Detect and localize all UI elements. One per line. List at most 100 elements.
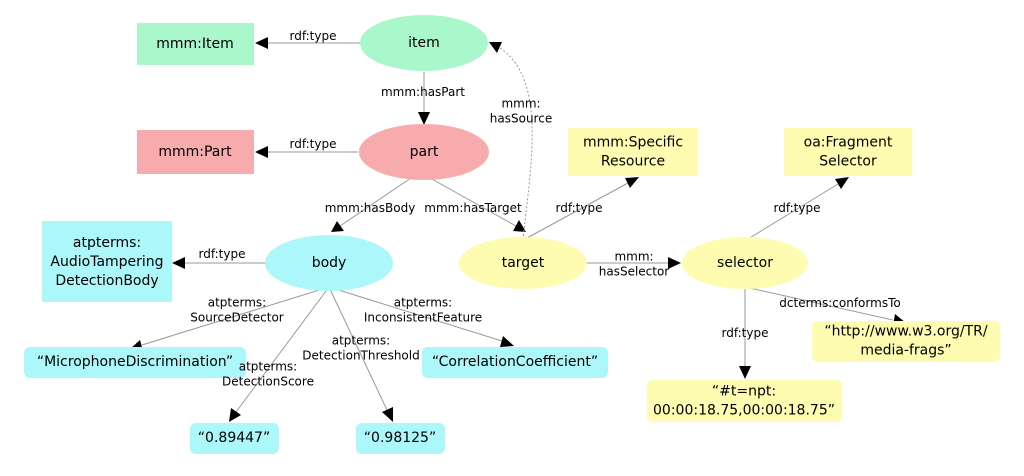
edge-source-detector xyxy=(141,286,330,346)
label-line: 00:00:18.75,00:00:18.75” xyxy=(653,403,835,419)
arrowhead xyxy=(172,257,185,269)
resource-node-label: selector xyxy=(717,255,773,271)
edge-label: dcterms:conformsTo xyxy=(779,296,900,310)
label-line: hasSource xyxy=(490,112,552,126)
label-line: Selector xyxy=(819,154,877,170)
class-node-mmm-part xyxy=(137,130,254,174)
edge-label: atpterms:SourceDetector xyxy=(190,296,284,325)
label-line: atpterms: xyxy=(208,296,266,310)
edge-has-source xyxy=(499,47,533,241)
resource-node-label: item xyxy=(408,35,440,51)
arrowhead xyxy=(331,221,344,232)
resource-node-item xyxy=(360,15,488,71)
arrowhead xyxy=(500,336,514,347)
label-line: “#t=npt: xyxy=(712,384,776,400)
label-line: body xyxy=(312,255,347,271)
label-line: DetectionThreshold xyxy=(302,349,419,363)
edge-label: mmm:hasPart xyxy=(381,85,465,99)
edge-detection-threshold xyxy=(328,286,388,411)
label-line: DetectionScore xyxy=(222,375,314,389)
arrowhead xyxy=(255,146,268,158)
edges xyxy=(130,37,906,422)
label-line: atpterms: xyxy=(332,334,390,348)
class-node-audio-tampering-detection-body xyxy=(42,221,172,302)
edge-label: atpterms:DetectionThreshold xyxy=(302,334,419,363)
literal-node-label: “0.89447” xyxy=(198,430,270,446)
label-line: mmm:Item xyxy=(156,36,234,52)
edge-has-body xyxy=(339,177,412,227)
label-line: rdf:type xyxy=(290,29,337,43)
label-line: hasSelector xyxy=(599,265,670,279)
edge-label: rdf:type xyxy=(556,201,603,215)
resource-node-part xyxy=(359,124,489,180)
arrowhead xyxy=(739,366,751,379)
label-line: Resource xyxy=(601,154,665,170)
arrowhead xyxy=(625,177,639,188)
class-node-mmm-item xyxy=(137,23,254,65)
edge-label: atpterms:DetectionScore xyxy=(222,360,314,389)
label-line: atpterms: xyxy=(394,296,452,310)
label-line: AudioTampering xyxy=(50,254,163,270)
edge-labels: rdf:type mmm:hasPart rdf:type mmm:hasSou… xyxy=(190,29,900,389)
edge-label: mmm:hasTarget xyxy=(424,201,522,215)
label-line: “http://www.w3.org/TR/ xyxy=(824,324,987,340)
literal-node-detection-threshold xyxy=(356,423,445,454)
label-line: “CorrelationCoefficient” xyxy=(432,354,598,370)
resource-node-target xyxy=(459,237,587,289)
arrowhead xyxy=(513,220,526,232)
label-line: “MicrophoneDiscrimination” xyxy=(37,354,233,370)
literal-node-media-frags xyxy=(812,321,1000,362)
arrowhead xyxy=(255,37,268,49)
label-line: rdf:type xyxy=(722,326,769,340)
edge-label: mmm:hasSource xyxy=(490,97,552,126)
arrowhead xyxy=(668,257,681,269)
edge-inconsistent-feature xyxy=(328,286,503,342)
resource-node-label: body xyxy=(312,255,347,271)
label-line: InconsistentFeature xyxy=(364,311,482,325)
label-line: rdf:type xyxy=(290,137,337,151)
label-line: item xyxy=(408,35,440,51)
label-line: rdf:type xyxy=(556,201,603,215)
label-line: rdf:type xyxy=(199,247,246,261)
label-line: SourceDetector xyxy=(190,311,284,325)
class-node-label: mmm:Part xyxy=(158,144,232,160)
edge-label: atpterms:InconsistentFeature xyxy=(364,296,482,325)
label-line: mmm:Specific xyxy=(583,135,683,151)
edge-label: rdf:type xyxy=(290,137,337,151)
resource-node-selector xyxy=(682,237,808,289)
edge-label: rdf:type xyxy=(774,201,821,215)
label-line: dcterms:conformsTo xyxy=(779,296,900,310)
label-line: media-frags” xyxy=(860,343,951,359)
literal-node-label: “0.98125” xyxy=(364,430,436,446)
label-line: mmm: xyxy=(501,97,540,111)
label-line: mmm: xyxy=(614,250,653,264)
label-line: mmm:hasPart xyxy=(381,85,465,99)
label-line: mmm:hasBody xyxy=(325,201,416,215)
label-line: atpterms: xyxy=(239,360,297,374)
label-line: oa:Fragment xyxy=(804,135,893,151)
label-line: “0.89447” xyxy=(198,430,270,446)
resource-node-body xyxy=(265,235,393,291)
label-line: target xyxy=(502,255,545,271)
edge-label: rdf:type xyxy=(722,326,769,340)
arrowhead xyxy=(229,408,241,422)
literal-node-npt xyxy=(647,380,842,422)
literal-node-label: “CorrelationCoefficient” xyxy=(432,354,598,370)
label-line: mmm:Part xyxy=(158,144,232,160)
label-line: DetectionBody xyxy=(55,273,158,289)
literal-node-microphone-discrimination xyxy=(24,347,246,378)
edge-has-target xyxy=(429,177,517,227)
literal-node-correlation-coefficient xyxy=(422,347,608,378)
literal-node-label: “http://www.w3.org/TR/media-frags” xyxy=(824,324,987,359)
edge-detection-score xyxy=(235,286,330,413)
arrowhead xyxy=(382,407,393,422)
resource-node-label: target xyxy=(502,255,545,271)
literal-node-detection-score xyxy=(190,423,279,454)
arrowhead xyxy=(835,177,849,189)
edge-label: rdf:type xyxy=(290,29,337,43)
edge-label: mmm:hasBody xyxy=(325,201,416,215)
